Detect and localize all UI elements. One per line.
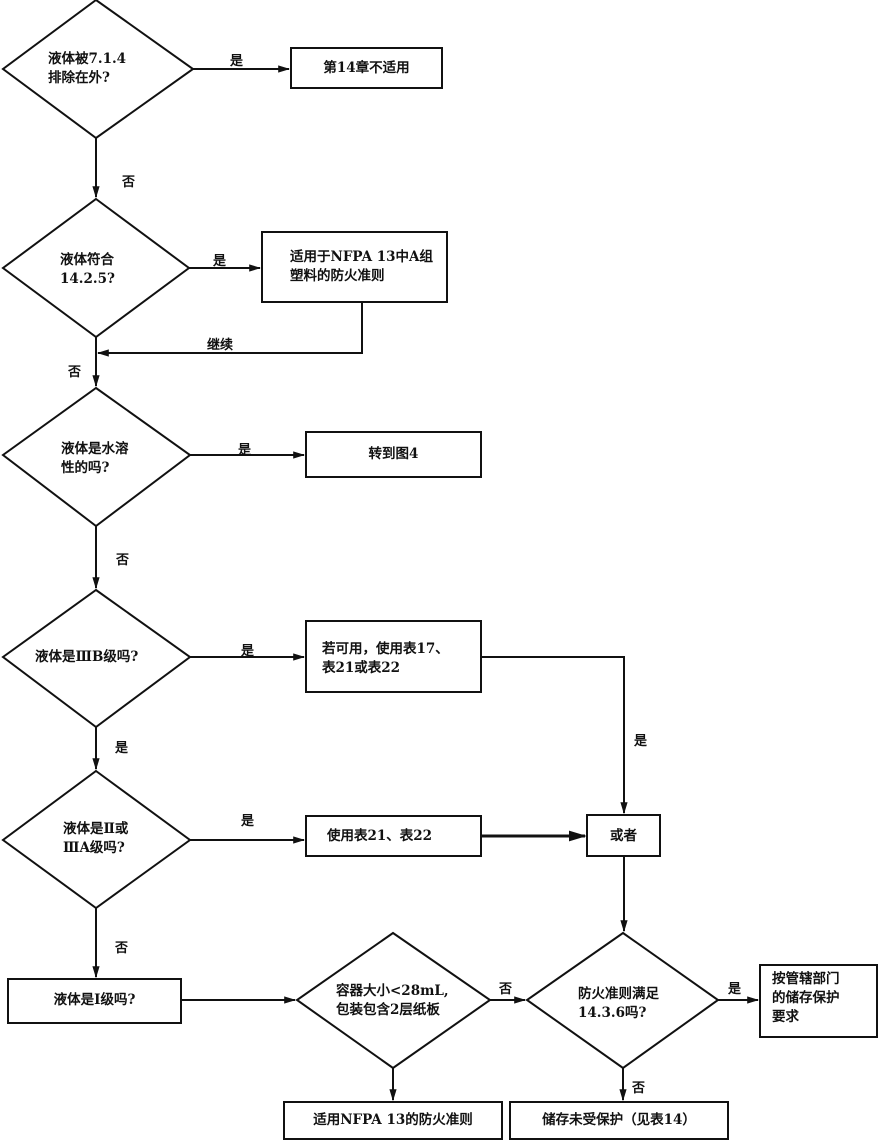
box-b1-shape	[290, 47, 443, 89]
decision-d3-text: 液体是水溶 性的吗?	[61, 441, 129, 476]
box-b1-text: 第14章不适用	[323, 60, 410, 76]
edge-label-d2-yes: 是	[213, 254, 227, 269]
edge-label-d7-yes: 是	[728, 982, 742, 997]
edge-label-b4-or: 是	[634, 734, 648, 749]
box-b2-shape	[261, 231, 448, 303]
decision-d1-text: 液体被7.1.4 排除在外?	[48, 51, 127, 86]
edge-label-d1-yes: 是	[230, 54, 244, 69]
edge-label-d3-yes: 是	[238, 443, 252, 458]
box-b10-text: 按管辖部门 的储存保护 要求	[772, 971, 840, 1025]
decision-d2-text: 液体符合 14.2.5?	[60, 252, 115, 287]
box-b2-text: 适用于NFPA 13中A组 塑料的防火准则	[290, 249, 434, 284]
box-b10-shape	[759, 964, 878, 1038]
decision-d7-text: 防火准则满足 14.3.6吗?	[578, 986, 659, 1021]
box-b7-text: 液体是Ⅰ级吗?	[53, 992, 136, 1008]
box-b8-text: 适用NFPA 13的防火准则	[313, 1112, 473, 1128]
edge-label-d1-no: 否	[122, 175, 136, 190]
box-b9-shape	[509, 1101, 729, 1140]
edge-label-d2-no: 否	[68, 365, 82, 380]
edge-label-d5-no: 否	[115, 941, 129, 956]
edge-label-d6-no: 否	[499, 982, 513, 997]
box-b9-text: 储存未受保护（见表14）	[542, 1112, 696, 1128]
edge-label-d7-no: 否	[632, 1081, 646, 1096]
edge-label-d4-yes-down: 是	[115, 741, 129, 756]
decision-d5-text: 液体是Ⅱ或 ⅢA级吗?	[63, 821, 129, 856]
box-b4-text: 若可用，使用表17、 表21或表22	[322, 641, 449, 676]
decision-d6-text: 容器大小<28mL, 包装包含2层纸板	[336, 983, 449, 1018]
edge-label-continue: 继续	[207, 338, 234, 353]
edge-b2-continue	[96, 302, 363, 357]
edge-label-d5-yes: 是	[241, 814, 255, 829]
box-b8-shape	[283, 1101, 503, 1140]
decision-d4-text: 液体是ⅢB级吗?	[35, 649, 139, 665]
box-b6-text: 或者	[610, 828, 637, 844]
box-b3-text: 转到图4	[368, 446, 419, 462]
edge-label-d4-yes-right: 是	[241, 644, 255, 659]
edge-b4-b6	[481, 656, 628, 815]
box-b3-shape	[305, 431, 482, 478]
box-b5-text: 使用表21、表22	[327, 828, 433, 844]
edge-label-d3-no: 否	[116, 553, 130, 568]
